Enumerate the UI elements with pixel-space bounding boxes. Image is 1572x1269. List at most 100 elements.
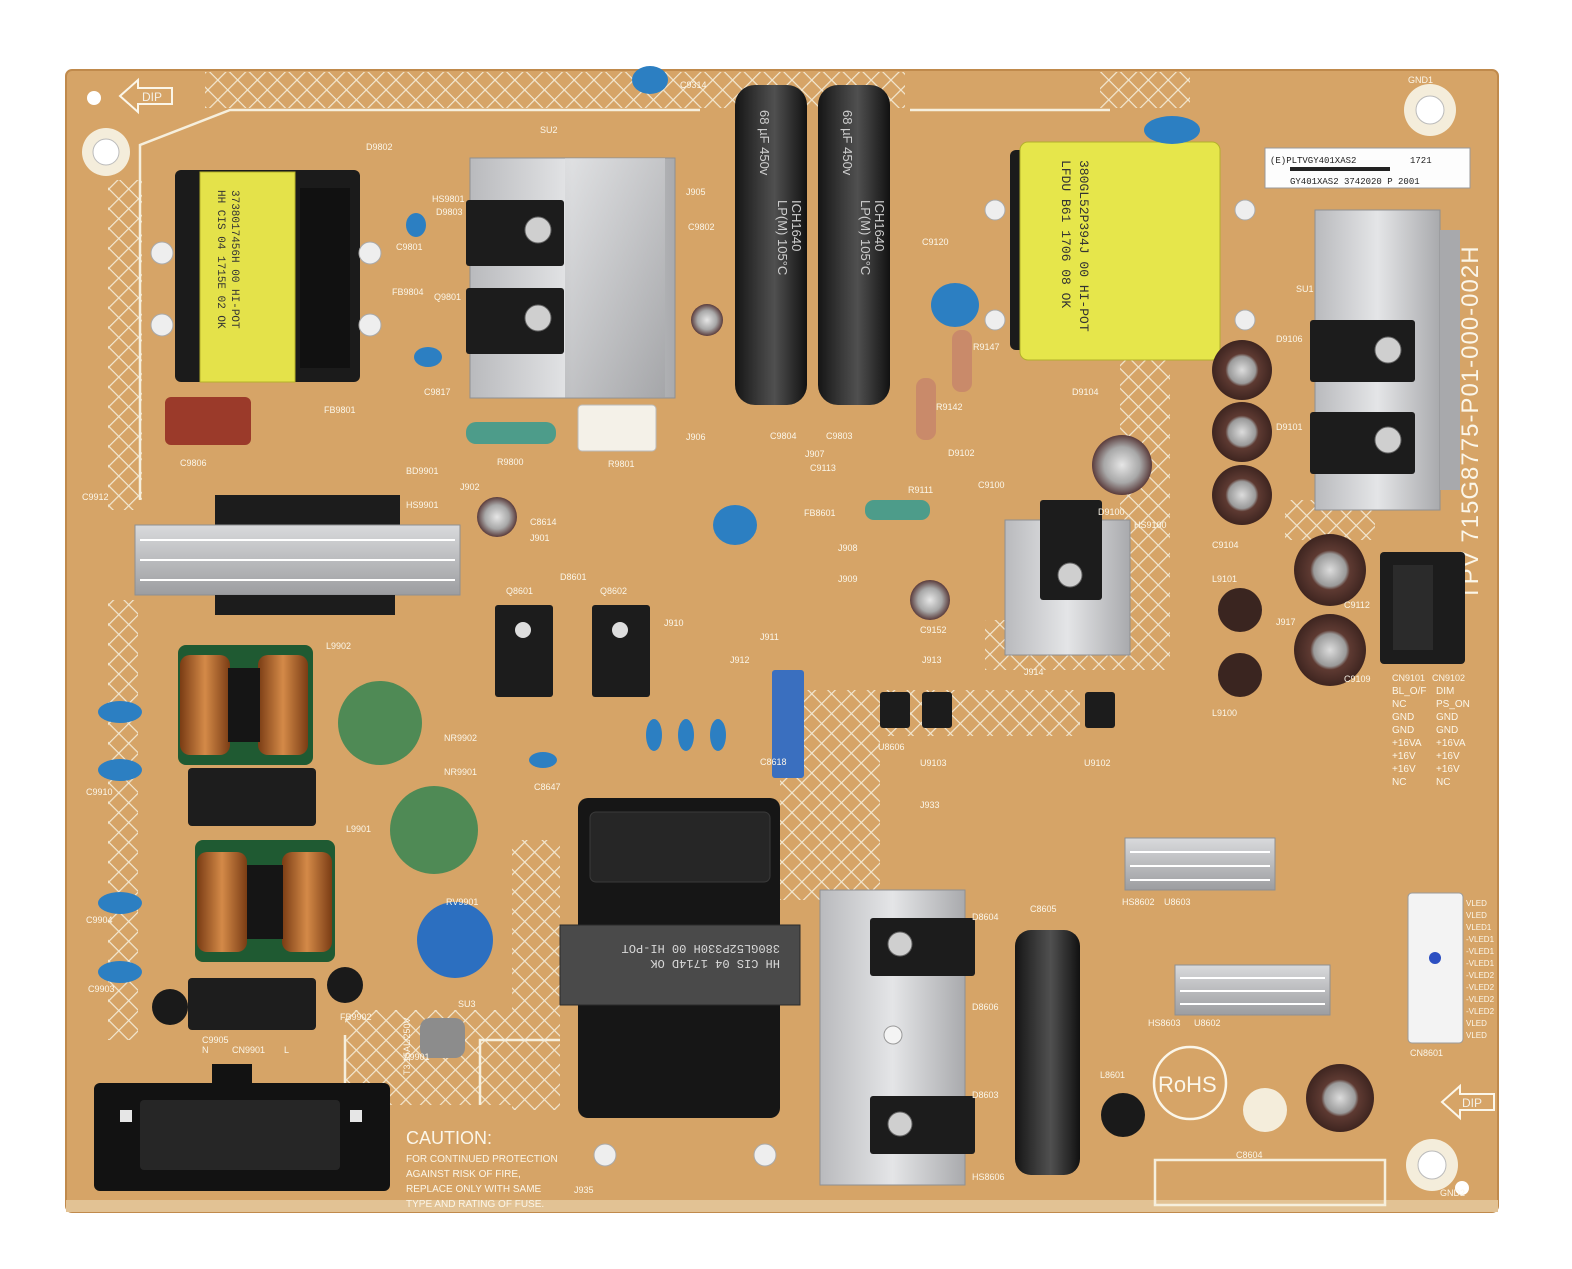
mounting-holes bbox=[82, 84, 1469, 1195]
optocouplers bbox=[880, 692, 1115, 728]
svg-text:GND1: GND1 bbox=[1408, 75, 1433, 85]
svg-text:BL_O/F: BL_O/F bbox=[1392, 686, 1426, 697]
svg-text:C9104: C9104 bbox=[1212, 540, 1239, 550]
svg-text:Q8602: Q8602 bbox=[600, 586, 627, 596]
t2-marking-2: LFDU B61 1706 08 OK bbox=[1058, 160, 1073, 308]
svg-text:C8614: C8614 bbox=[530, 517, 557, 527]
caution-title: CAUTION: bbox=[406, 1128, 492, 1148]
transistors-q8601-q8602 bbox=[495, 605, 650, 697]
svg-text:PS_ON: PS_ON bbox=[1436, 699, 1470, 710]
svg-text:C9801: C9801 bbox=[396, 242, 423, 252]
svg-text:D9106: D9106 bbox=[1276, 334, 1303, 344]
svg-text:R9111: R9111 bbox=[908, 485, 933, 495]
output-connector-cn9101 bbox=[1380, 552, 1465, 664]
svg-text:Q9801: Q9801 bbox=[434, 292, 461, 302]
svg-text:U9103: U9103 bbox=[920, 758, 947, 768]
svg-text:+16V: +16V bbox=[1392, 764, 1416, 775]
svg-text:NC: NC bbox=[1392, 699, 1406, 710]
svg-text:RV9901: RV9901 bbox=[446, 897, 478, 907]
svg-text:D8606: D8606 bbox=[972, 1002, 999, 1012]
svg-text:GND: GND bbox=[1392, 725, 1414, 736]
svg-text:D8603: D8603 bbox=[972, 1090, 999, 1100]
svg-text:DIM: DIM bbox=[1436, 686, 1454, 697]
t1-marking-1: 3738017456H 00 HI-POT bbox=[228, 190, 240, 329]
sticker-line-1: (E)PLTVGY401XAS2 bbox=[1270, 156, 1356, 166]
svg-text:+16VA: +16VA bbox=[1392, 738, 1422, 749]
svg-text:VLED: VLED bbox=[1466, 911, 1487, 920]
sticker-line-1-right: 1721 bbox=[1410, 156, 1432, 166]
cap2-rating: 68 µF 450v bbox=[840, 110, 855, 176]
cap1-temp: LP(M) 105°C bbox=[775, 200, 790, 275]
svg-text:VLED: VLED bbox=[1466, 1019, 1487, 1028]
svg-text:Q8601: Q8601 bbox=[506, 586, 533, 596]
connector-pin-legend: BL_O/F NC GND GND +16VA +16V +16V NC DIM… bbox=[1392, 686, 1470, 788]
dip-arrow-bottom: DIP bbox=[1440, 1083, 1495, 1121]
svg-text:F9901: F9901 bbox=[404, 1052, 430, 1062]
heatsink-hs8603 bbox=[1174, 964, 1331, 1016]
caution-block: CAUTION: FOR CONTINUED PROTECTION AGAINS… bbox=[406, 1128, 558, 1210]
svg-text:GND: GND bbox=[1436, 725, 1458, 736]
svg-text:CN9102: CN9102 bbox=[1432, 673, 1465, 683]
svg-text:J901: J901 bbox=[530, 533, 550, 543]
svg-text:L9902: L9902 bbox=[326, 641, 351, 651]
bulk-capacitor-c9804: 68 µF 450v LP(M) 105°C ICH1640 bbox=[735, 85, 807, 405]
svg-text:C9803: C9803 bbox=[826, 431, 853, 441]
caution-line-1: FOR CONTINUED PROTECTION bbox=[406, 1154, 558, 1165]
fuse-f9901 bbox=[420, 1018, 465, 1058]
transformer-t3: 380GL52P330H 00 HI-POT HH CIS 04 1714D O… bbox=[559, 798, 801, 1167]
svg-text:SU1: SU1 bbox=[1296, 284, 1314, 294]
t3-marking-2: HH CIS 04 1714D OK bbox=[650, 956, 780, 970]
svg-text:U8606: U8606 bbox=[878, 742, 905, 752]
svg-text:L8601: L8601 bbox=[1100, 1070, 1125, 1080]
svg-text:VLED1: VLED1 bbox=[1466, 923, 1492, 932]
red-capacitor-c9806 bbox=[165, 397, 251, 445]
svg-text:J907: J907 bbox=[805, 449, 825, 459]
dip-arrow-top: DIP bbox=[118, 77, 173, 115]
svg-text:VLED: VLED bbox=[1466, 1031, 1487, 1040]
svg-text:R9801: R9801 bbox=[608, 459, 635, 469]
svg-text:HS8606: HS8606 bbox=[972, 1172, 1005, 1182]
svg-text:C9120: C9120 bbox=[922, 237, 949, 247]
svg-text:HS9901: HS9901 bbox=[406, 500, 439, 510]
svg-text:J905: J905 bbox=[686, 187, 706, 197]
vled-pin-legend: VLED VLED VLED1 -VLED1 -VLED1 -VLED1 -VL… bbox=[1466, 899, 1495, 1040]
varistor-rv9901 bbox=[417, 902, 493, 978]
svg-text:C9112: C9112 bbox=[1344, 600, 1370, 610]
dip-label-top: DIP bbox=[142, 90, 162, 104]
svg-text:R9147: R9147 bbox=[973, 342, 1000, 352]
svg-text:D9100: D9100 bbox=[1098, 507, 1125, 517]
rohs-mark: RoHS bbox=[1152, 1045, 1287, 1132]
transformer-t2: 380GL52P394J 00 HI-POT LFDU B61 1706 08 … bbox=[984, 116, 1256, 361]
svg-text:-VLED2: -VLED2 bbox=[1466, 995, 1495, 1004]
led-connector-cn8601 bbox=[1407, 892, 1464, 1044]
svg-text:J917: J917 bbox=[1276, 617, 1296, 627]
svg-text:BD9901: BD9901 bbox=[406, 466, 439, 476]
svg-text:-VLED2: -VLED2 bbox=[1466, 983, 1495, 992]
resistors bbox=[466, 330, 972, 520]
svg-text:L9101: L9101 bbox=[1212, 574, 1237, 584]
cap1-rating: 68 µF 450v bbox=[757, 110, 772, 176]
svg-text:J933: J933 bbox=[920, 800, 940, 810]
svg-text:-VLED2: -VLED2 bbox=[1466, 971, 1495, 980]
svg-text:J906: J906 bbox=[686, 432, 706, 442]
fuse-rating-label: T3.15AL/250V bbox=[402, 1017, 412, 1075]
heatsink-right-top bbox=[1310, 209, 1460, 511]
svg-text:C9817: C9817 bbox=[424, 387, 451, 397]
svg-text:C9905: C9905 bbox=[202, 1035, 229, 1045]
svg-text:NR9901: NR9901 bbox=[444, 767, 477, 777]
svg-text:C9113: C9113 bbox=[810, 463, 836, 473]
ntc-nr9901 bbox=[390, 786, 478, 874]
cap2-temp: LP(M) 105°C bbox=[858, 200, 873, 275]
svg-text:C9912: C9912 bbox=[82, 492, 109, 502]
svg-text:D9104: D9104 bbox=[1072, 387, 1099, 397]
ntc-nr9902 bbox=[338, 681, 422, 765]
svg-text:FB9902: FB9902 bbox=[340, 1012, 372, 1022]
svg-text:J908: J908 bbox=[838, 543, 858, 553]
svg-text:C9904: C9904 bbox=[86, 915, 113, 925]
svg-text:J902: J902 bbox=[460, 482, 480, 492]
svg-text:SU2: SU2 bbox=[540, 125, 558, 135]
svg-text:C8605: C8605 bbox=[1030, 904, 1057, 914]
svg-text:-VLED1: -VLED1 bbox=[1466, 947, 1495, 956]
svg-text:CN9901: CN9901 bbox=[232, 1045, 265, 1055]
dip-label-bottom: DIP bbox=[1462, 1096, 1482, 1110]
